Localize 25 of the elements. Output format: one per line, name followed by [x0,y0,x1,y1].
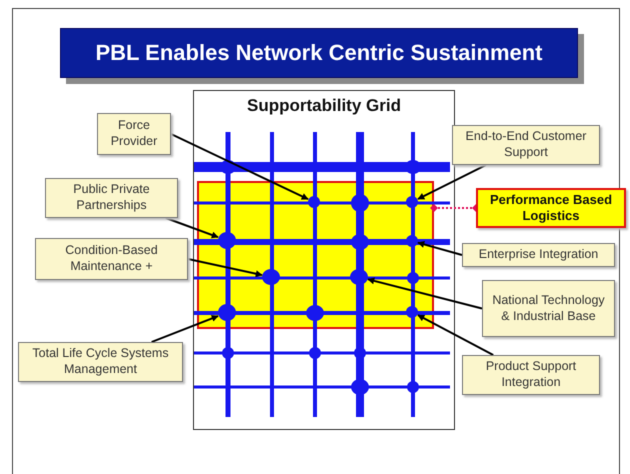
leader-arrow [417,241,462,256]
callout-box: Force Provider [97,113,171,155]
grid-node [406,196,418,208]
leader-arrow [188,258,263,278]
callout-box: Total Life Cycle Systems Management [18,342,183,382]
panel-heading: Supportability Grid [246,96,402,116]
leader-arrow [367,277,482,310]
callout-box: Public Private Partnerships [45,178,178,218]
grid-node [262,269,280,285]
grid-node [406,306,418,318]
leader-arrow [170,133,309,200]
callout-box: Condition-Based Maintenance + [35,238,188,280]
leader-arrow [166,217,219,238]
grid-node [406,235,418,247]
leader-arrow [417,164,486,200]
grid-node [308,196,320,208]
leader-arrow [417,314,494,356]
callout-box: Enterprise Integration [462,243,615,267]
grid-node [218,304,236,321]
grid-node [218,232,236,249]
callout-box: National Technology & Industrial Base [482,280,615,337]
callout-box: End-to-End Customer Support [452,125,600,165]
highlight-box: Performance Based Logistics [476,188,626,228]
callout-box: Product Support Integration [462,355,600,395]
leader-arrow [151,315,219,343]
